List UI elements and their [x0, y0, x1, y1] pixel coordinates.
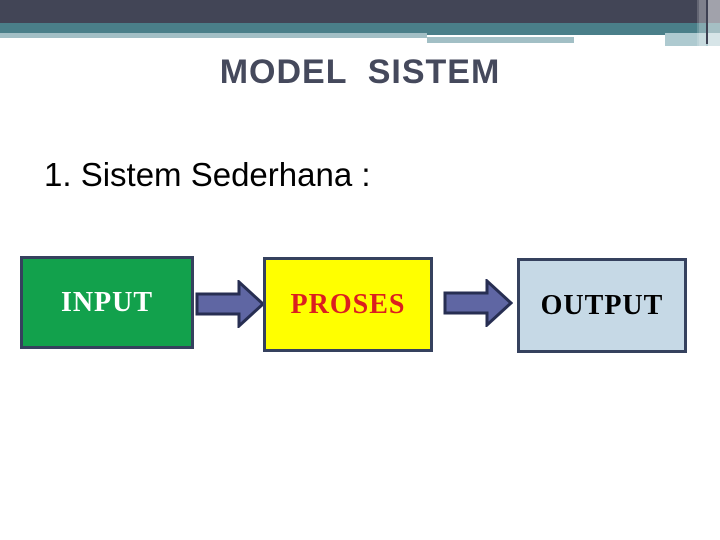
diagram-node-input: INPUT — [20, 256, 194, 349]
diagram-node-proses: PROSES — [263, 257, 433, 352]
header-corner-dark-line — [706, 0, 708, 44]
flow-arrow-icon — [443, 279, 513, 327]
slide-heading: 1. Sistem Sederhana : — [44, 156, 371, 193]
flow-arrow-icon — [195, 280, 265, 328]
header-bar-teal — [0, 23, 720, 33]
slide-title: MODEL SISTEM — [219, 53, 501, 91]
header-bar-light-left — [0, 33, 427, 38]
header-corner-strip-2 — [699, 0, 706, 46]
header-bar-teal-extension — [427, 33, 665, 35]
header-corner-strip-3 — [708, 0, 720, 50]
header-bar-light-middle — [427, 37, 574, 43]
header-bar-dark — [0, 0, 720, 23]
diagram-node-output: OUTPUT — [517, 258, 687, 353]
header-corner-strip-1 — [697, 0, 699, 46]
